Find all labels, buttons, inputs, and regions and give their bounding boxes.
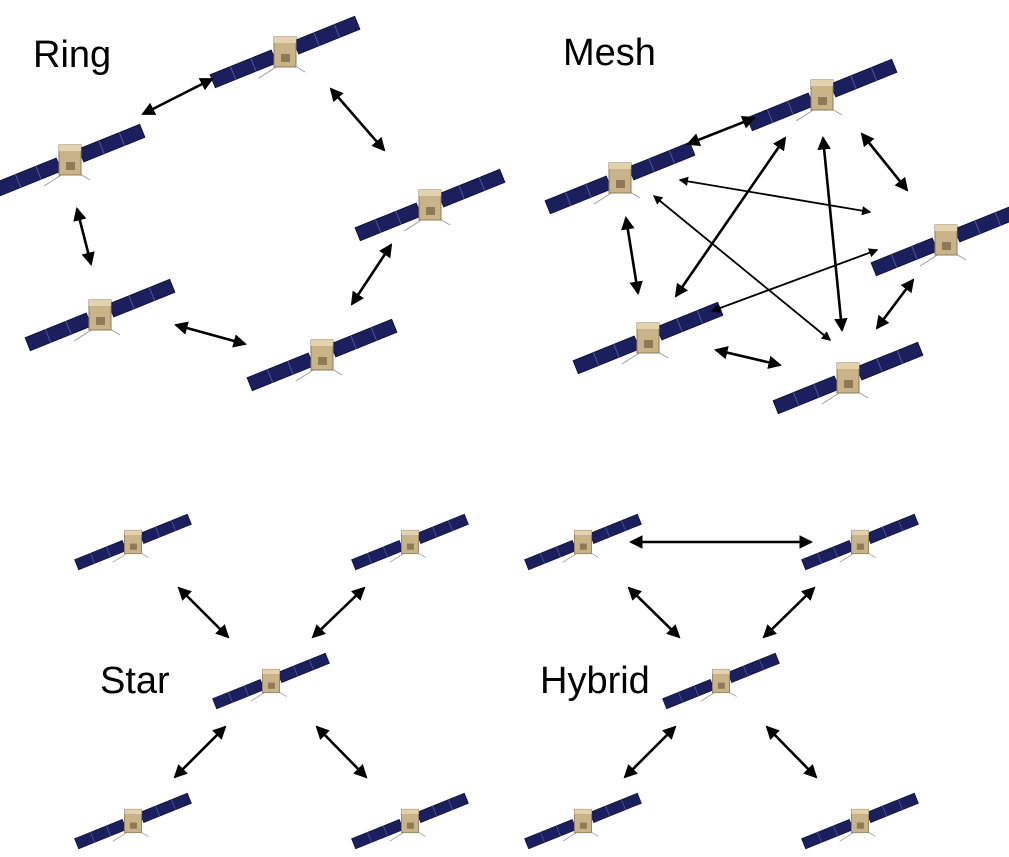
link-arrow xyxy=(875,278,915,330)
ring-title: Ring xyxy=(33,34,112,76)
link-arrow xyxy=(710,248,879,313)
link-arrow xyxy=(350,243,393,306)
satellite-icon xyxy=(350,513,470,571)
star-title: Star xyxy=(100,660,170,702)
satellite-icon xyxy=(0,123,146,197)
star-diagram xyxy=(73,513,470,850)
satellite-icon xyxy=(523,792,643,850)
satellite-icon xyxy=(523,513,643,571)
satellite-icon xyxy=(772,341,924,415)
link-arrow xyxy=(674,136,787,298)
link-arrow xyxy=(762,586,816,639)
satellite-icon xyxy=(800,513,920,571)
link-arrow xyxy=(177,586,230,639)
satellite-icon xyxy=(800,792,920,850)
link-arrow xyxy=(621,215,643,296)
link-arrow xyxy=(174,321,247,348)
link-arrow xyxy=(311,586,366,639)
satellite-icon xyxy=(73,792,193,850)
satellite-icon xyxy=(661,652,781,710)
hybrid-diagram xyxy=(523,513,920,850)
link-arrow xyxy=(315,725,368,779)
link-arrow xyxy=(765,725,818,779)
link-arrow xyxy=(627,586,681,639)
satellite-icon xyxy=(24,278,176,352)
link-arrow xyxy=(173,725,227,779)
link-arrow xyxy=(686,115,756,147)
satellite-icon xyxy=(354,168,506,242)
link-arrow xyxy=(714,346,782,369)
ring-diagram xyxy=(0,15,506,392)
link-arrow xyxy=(860,132,909,192)
satellite-icon xyxy=(73,513,193,571)
satellite-icon xyxy=(572,301,724,375)
satellite-icon xyxy=(544,141,696,215)
satellite-icon xyxy=(870,203,1009,277)
link-arrow xyxy=(623,725,677,779)
satellite-icon xyxy=(350,792,470,850)
mesh-title: Mesh xyxy=(563,32,656,74)
link-arrow xyxy=(678,176,872,216)
satellite-icon xyxy=(209,15,361,89)
mesh-diagram xyxy=(544,58,1009,415)
link-arrow xyxy=(73,207,95,266)
hybrid-title: Hybrid xyxy=(540,660,650,702)
satellite-icon xyxy=(746,58,898,132)
link-arrow xyxy=(817,135,848,333)
link-arrow xyxy=(141,77,214,116)
link-arrow xyxy=(329,87,386,152)
satellite-icon xyxy=(246,318,398,392)
satellite-icon xyxy=(211,652,331,710)
